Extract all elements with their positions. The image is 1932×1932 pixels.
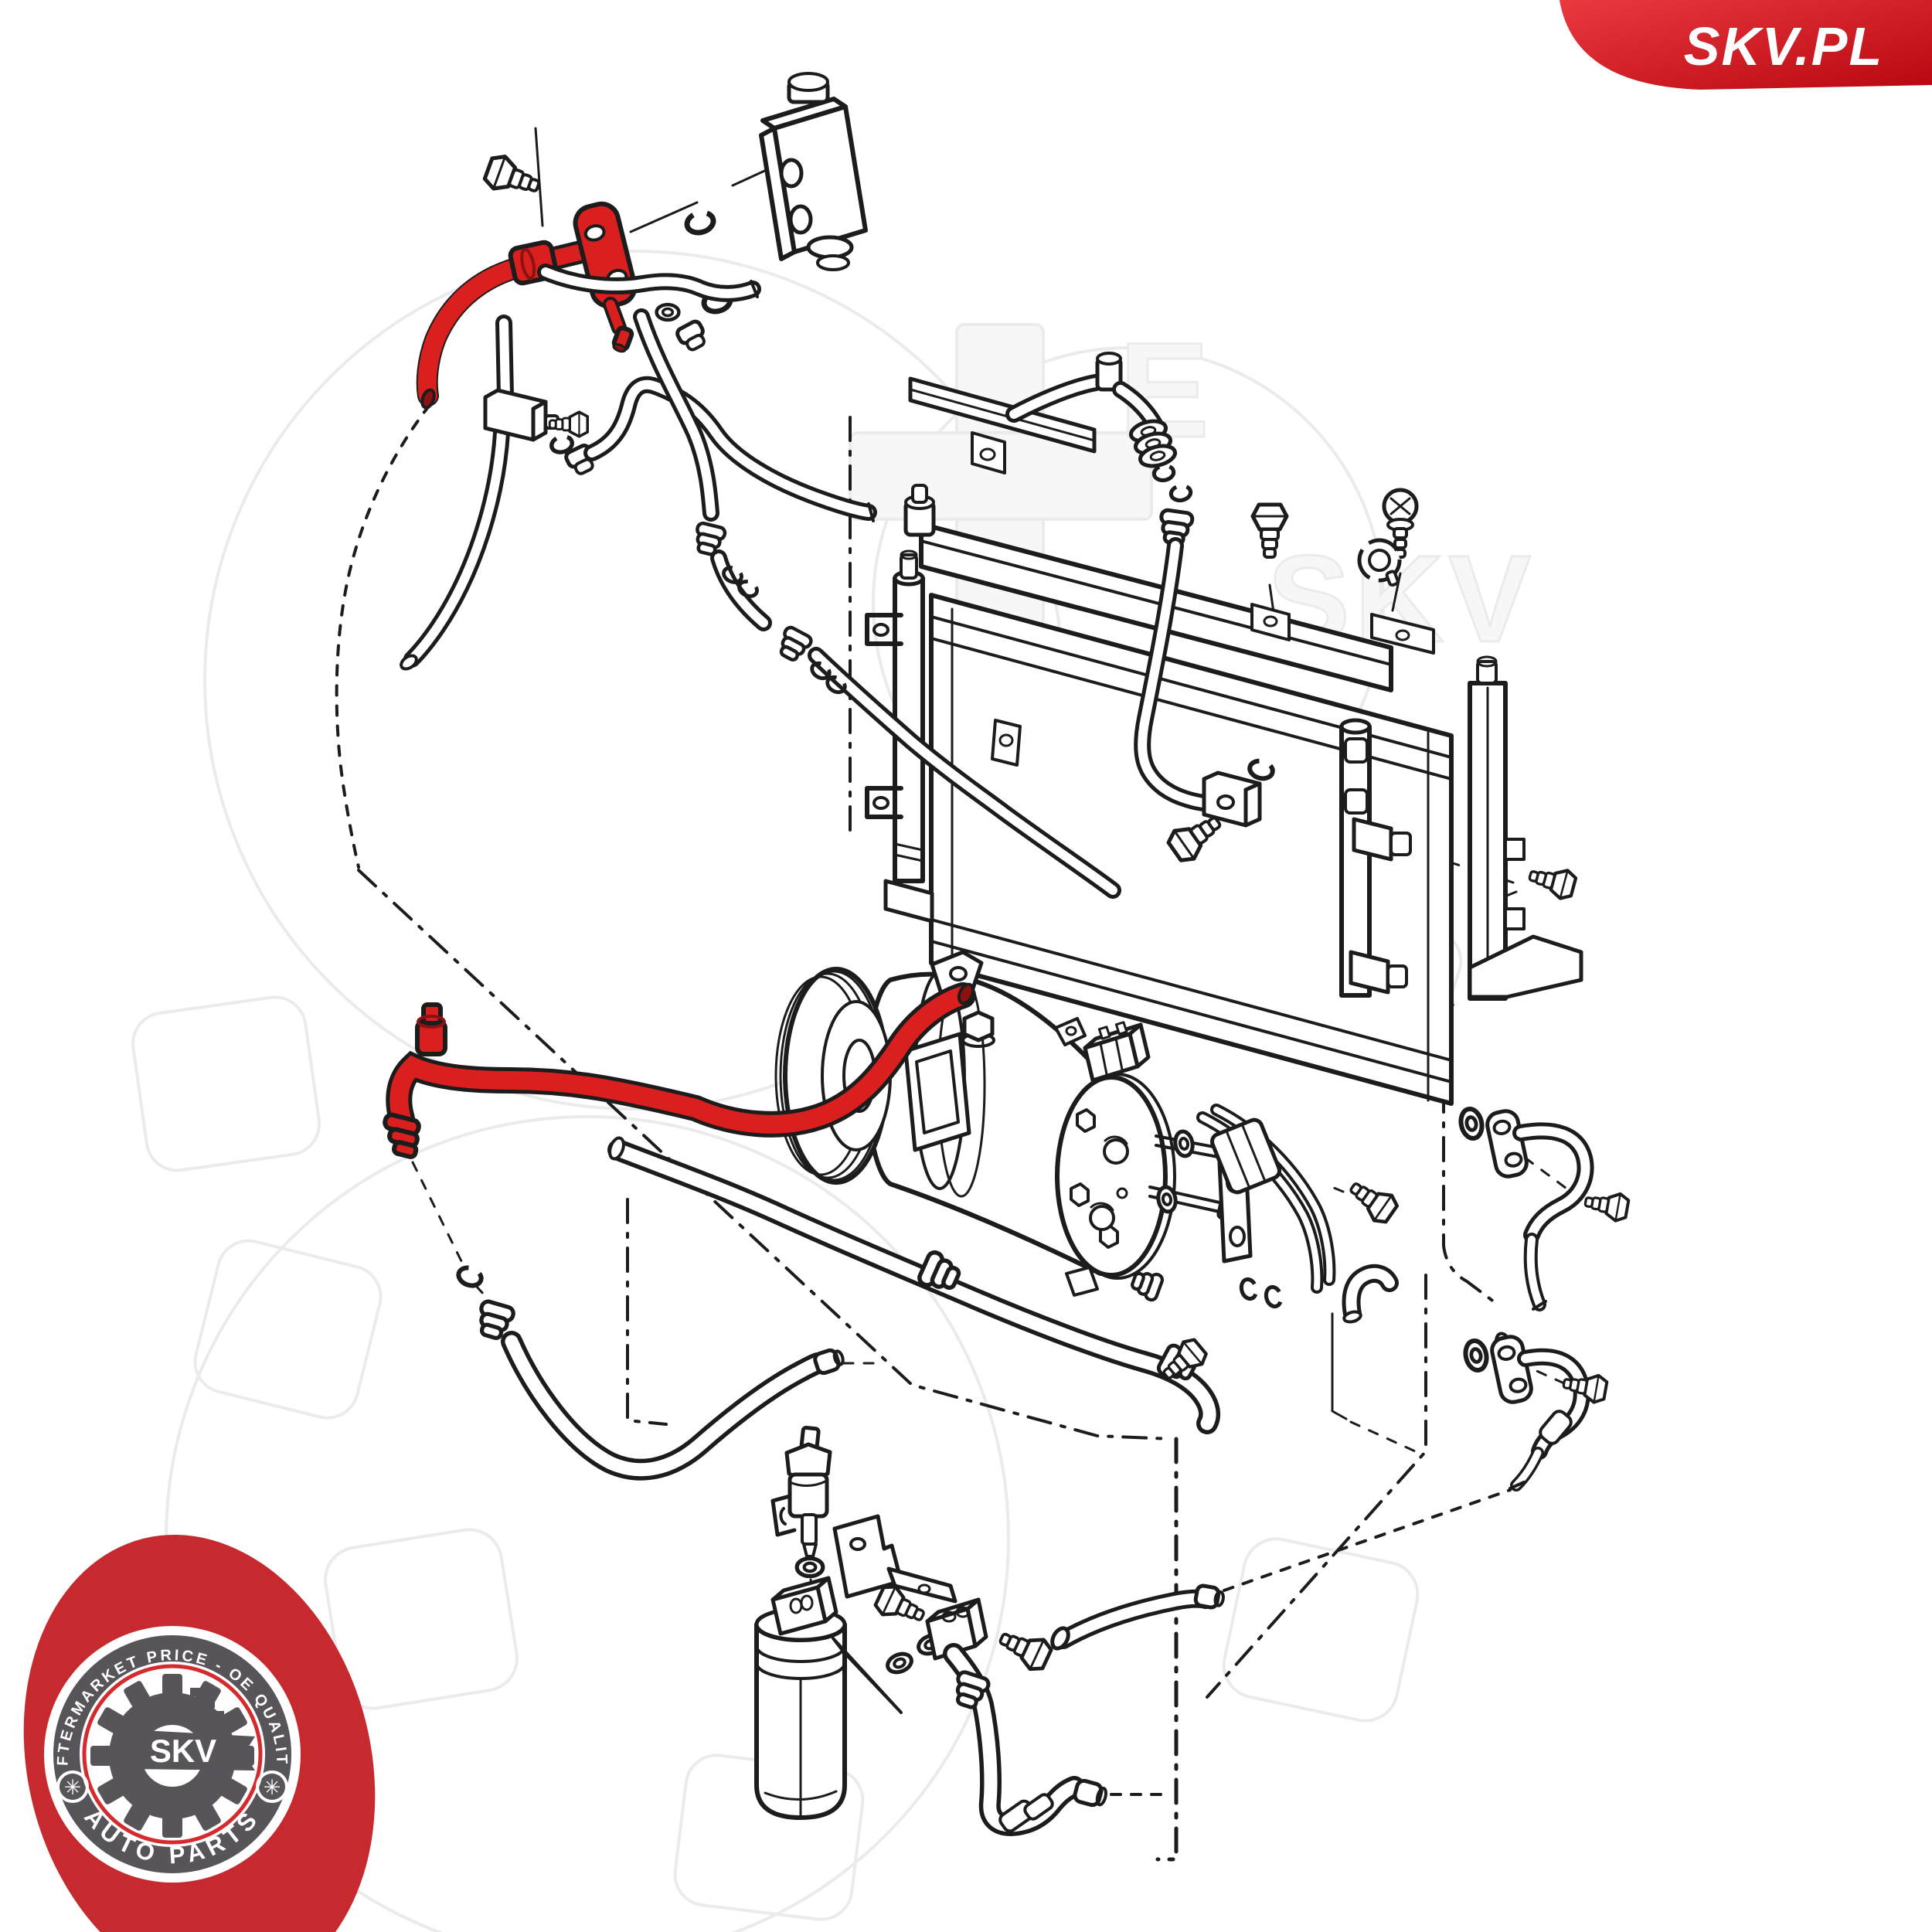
compressor-rear-head <box>1055 1073 1176 1297</box>
compressor-top-bolt <box>961 1010 995 1048</box>
frame-bolt <box>1526 862 1577 901</box>
banner-logo-text: SKV.PL <box>1684 16 1883 77</box>
compressor <box>774 950 1253 1297</box>
hose-elbow-end <box>1342 1264 1399 1324</box>
red-stub <box>611 325 634 353</box>
badge-top-text: AFTERMARKET PRICE - OE QUALITY <box>0 0 291 1767</box>
red-service-valve <box>415 1002 447 1056</box>
expansion-valve <box>759 72 868 271</box>
cone-fitting <box>675 319 706 352</box>
assembly-reference-lines <box>335 127 1583 1862</box>
badge-gear-icon <box>90 1674 255 1838</box>
tee-union <box>483 388 560 442</box>
condenser-top-tank <box>919 522 1393 692</box>
banner-shape <box>1560 0 1932 90</box>
drier-hose-down <box>943 1643 1107 1837</box>
svg-text:✳: ✳ <box>264 1776 281 1799</box>
condenser-right-frame <box>1468 655 1583 1001</box>
highlighted-pipe-middle <box>383 982 976 1481</box>
bracket-bolt <box>995 1624 1053 1674</box>
badge-banner <box>130 1730 255 1770</box>
elbow-fitting-lower <box>1463 1332 1607 1492</box>
red-hose-upper <box>417 260 522 405</box>
filler-neck <box>903 484 936 537</box>
bracket-small <box>1250 603 1435 655</box>
mounting-tab <box>865 613 1022 819</box>
pressure-switch <box>770 1425 832 1577</box>
suction-hose <box>607 1136 1221 1434</box>
compressor-connector <box>1083 1021 1151 1083</box>
flange-bolt <box>483 153 544 203</box>
drier-outlet-block <box>925 1597 988 1661</box>
socket-bolt <box>1583 1189 1630 1223</box>
highlighted-pipe-assembly-top <box>416 72 868 410</box>
condenser-inlet-pipe <box>908 352 1274 866</box>
pointer-wedge <box>832 1637 903 1714</box>
drier-bracket <box>832 1514 957 1604</box>
red-ribbed-fitting <box>383 1112 421 1159</box>
drier-hose-right <box>1050 1583 1225 1651</box>
service-valve-cap <box>1095 352 1123 392</box>
refrigerant-pipes-left <box>400 308 1121 899</box>
badge-red-ring <box>82 1664 263 1845</box>
drain-hose <box>501 1331 845 1481</box>
skv-banner: SKV.PL <box>1560 0 1932 90</box>
manifold-bolt <box>1344 1174 1400 1226</box>
phillips-screw <box>1382 488 1419 559</box>
badge-gray-ring <box>53 1635 291 1873</box>
red-hose-middle <box>389 986 972 1134</box>
badge-asterisk-icon: ✳ ✳ <box>56 1770 288 1803</box>
condenser <box>865 352 1583 1106</box>
badge-center-text: SKV <box>150 1733 216 1769</box>
receiver-drier-group <box>754 1425 1225 1837</box>
compressor-manifold <box>1129 1104 1400 1386</box>
svg-text:✳: ✳ <box>64 1776 82 1799</box>
hose-clamp-grommet <box>1357 538 1402 587</box>
receiver-drier <box>754 1576 847 1820</box>
condenser-header-pipe <box>1339 718 1412 998</box>
skv-quality-badge: AFTERMARKET PRICE - OE QUALITY AUTO PART… <box>0 0 376 1932</box>
elbow-fitting-upper <box>1458 1107 1630 1311</box>
compressor-label-plate <box>903 1032 971 1152</box>
